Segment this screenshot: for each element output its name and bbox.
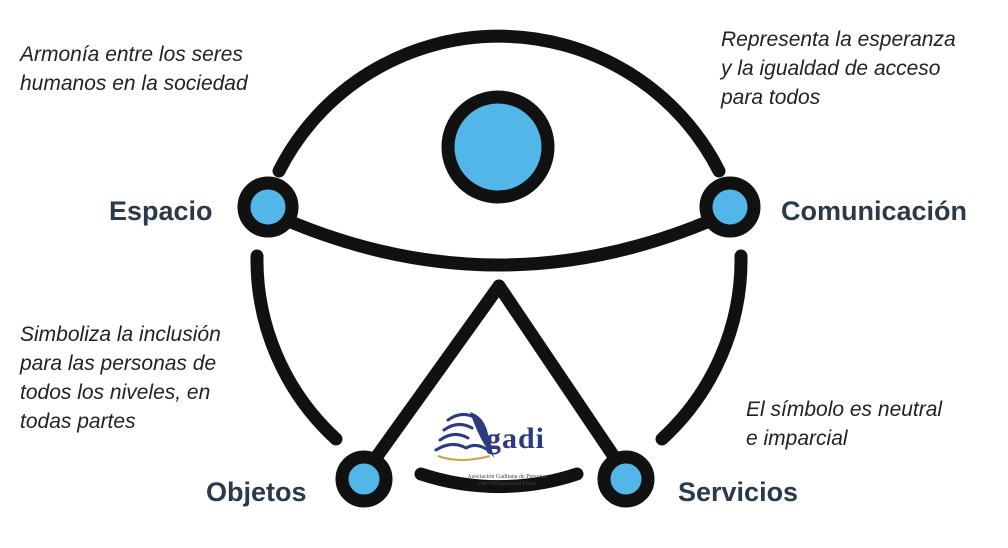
logo-word: gadi: [486, 422, 546, 455]
label-espacio: Espacio: [109, 196, 213, 226]
servicios-node: [597, 450, 655, 508]
head-circle: [441, 90, 555, 204]
label-comunicacion: Comunicación: [781, 196, 968, 226]
right-leg-line: [492, 279, 632, 480]
left-leg-line: [358, 279, 506, 480]
desc-top-left: Armonía entre los seres humanos en la so…: [20, 43, 248, 95]
outer-arc-left: [250, 249, 343, 446]
label-objetos: Objetos: [206, 477, 307, 507]
desc-top-right: Representa la esperanza y la igualdad de…: [721, 28, 956, 109]
outer-arc-bottom: [414, 467, 584, 494]
arms-line: [261, 205, 737, 272]
desc-mid-left: Simboliza la inclusión para las personas…: [20, 323, 221, 433]
comunicacion-node: [699, 176, 761, 238]
bird-logo-icon: [434, 412, 494, 461]
espacio-node: [237, 176, 299, 238]
objetos-node: [335, 450, 393, 508]
logo-subtitle: Asociación Gaditana de Personas con Disc…: [467, 474, 548, 487]
label-servicios: Servicios: [678, 477, 799, 507]
desc-bottom-right: El símbolo es neutral e imparcial: [746, 398, 943, 450]
outer-arc-right: [655, 249, 748, 446]
outer-arc-top: [272, 29, 726, 178]
gadi-logo: gadi Asociación Gaditana de Personas con…: [430, 398, 580, 490]
